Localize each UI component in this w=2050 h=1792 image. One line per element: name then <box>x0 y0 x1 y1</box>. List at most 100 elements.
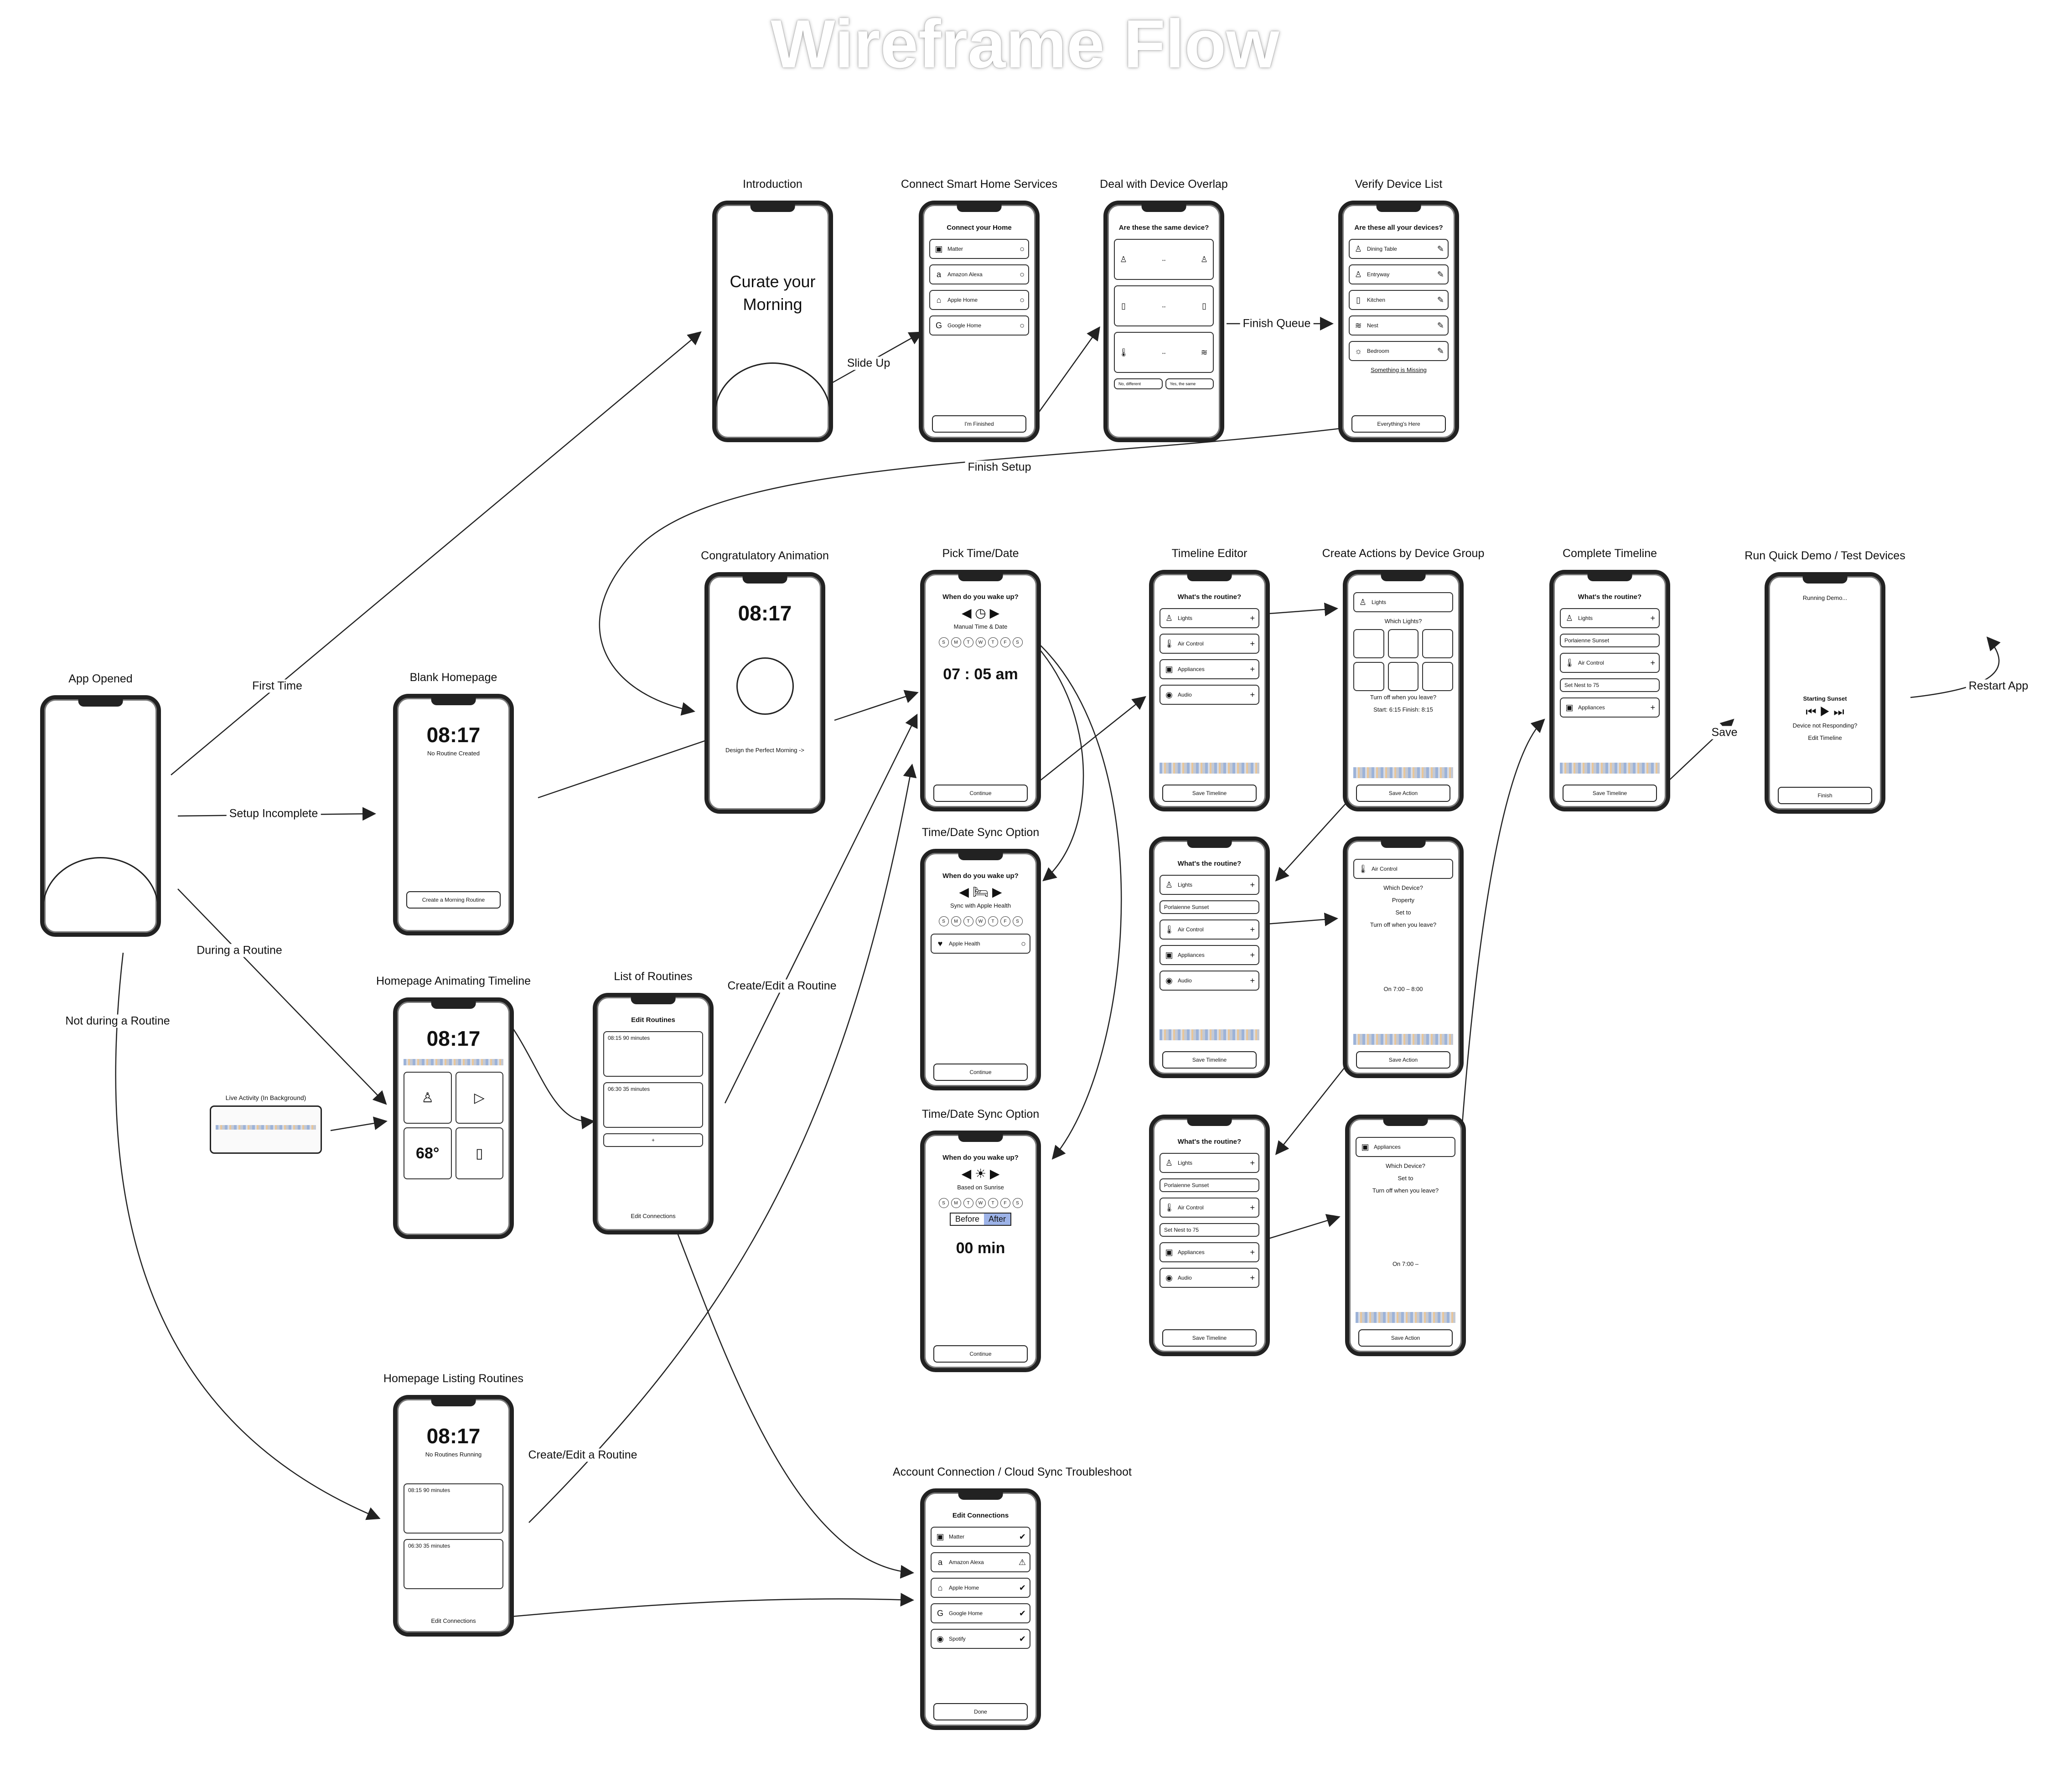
timeline-strip[interactable] <box>1353 767 1453 778</box>
service-row-apple-home[interactable]: ⌂Apple Home○ <box>929 290 1029 310</box>
group-row-air[interactable]: 🌡Air Control+ <box>1160 1198 1259 1218</box>
yes-same-button[interactable]: Yes, the same <box>1165 378 1214 389</box>
service-row-matter[interactable]: ▣Matter✔ <box>931 1527 1030 1547</box>
set-to-label[interactable]: Set to <box>1398 1175 1413 1182</box>
routine-card[interactable]: 06:30 35 minutes <box>404 1539 503 1589</box>
turn-off-toggle[interactable]: Turn off when you leave? <box>1370 921 1437 928</box>
slide-arc[interactable] <box>716 362 829 438</box>
group-row-air[interactable]: 🌡Air Control+ <box>1560 653 1660 673</box>
edit-icon[interactable]: ✎ <box>1437 244 1444 253</box>
appliance-tile[interactable]: ▯ <box>455 1127 503 1179</box>
plus-icon[interactable]: + <box>1250 976 1255 985</box>
timeline-strip[interactable] <box>1160 763 1259 774</box>
edit-connections-link[interactable]: Edit Connections <box>631 1213 676 1219</box>
time-picker[interactable]: 07 : 05 am <box>943 666 1018 683</box>
edit-icon[interactable]: ✎ <box>1437 295 1444 305</box>
turn-off-toggle[interactable]: Turn off when you leave? <box>1372 1187 1439 1194</box>
plus-icon[interactable]: + <box>1650 658 1655 667</box>
group-row-air[interactable]: 🌡Air Control+ <box>1160 919 1259 940</box>
group-row-appliances[interactable]: ▣Appliances+ <box>1160 659 1259 679</box>
edit-timeline-link[interactable]: Edit Timeline <box>1808 734 1842 741</box>
apple-health-row[interactable]: ♥Apple Health○ <box>931 934 1030 954</box>
which-lights-label[interactable]: Which Lights? <box>1384 618 1422 625</box>
routine-card[interactable]: 08:15 90 minutes <box>603 1031 703 1077</box>
service-row-matter[interactable]: ▣Matter○ <box>929 239 1029 259</box>
timeline-strip[interactable] <box>1160 1029 1259 1040</box>
plus-icon[interactable]: + <box>1250 1273 1255 1282</box>
group-row-audio[interactable]: ◉Audio+ <box>1160 971 1259 991</box>
group-row-lights[interactable]: ♙Lights+ <box>1160 608 1259 628</box>
edit-icon[interactable]: ✎ <box>1437 346 1444 356</box>
save-timeline-button[interactable]: Save Timeline <box>1162 1329 1257 1347</box>
group-row-appliances[interactable]: ▣Appliances+ <box>1160 945 1259 965</box>
save-timeline-button[interactable]: Save Timeline <box>1162 1051 1257 1069</box>
before-toggle[interactable]: Before <box>955 1214 980 1224</box>
action-pill[interactable]: Set Nest to 75 <box>1160 1223 1259 1237</box>
sunrise-icon[interactable]: ◀ ☀ ▶ <box>961 1167 1000 1181</box>
slide-arc[interactable] <box>44 857 157 933</box>
finished-button[interactable]: I'm Finished <box>932 415 1026 433</box>
action-pill[interactable]: Porlaienne Sunset <box>1560 634 1660 647</box>
save-timeline-button[interactable]: Save Timeline <box>1563 785 1657 802</box>
edit-icon[interactable]: ✎ <box>1437 269 1444 279</box>
save-action-button[interactable]: Save Action <box>1356 1051 1450 1069</box>
offset-picker[interactable]: 00 min <box>956 1239 1005 1257</box>
turn-off-toggle[interactable]: Turn off when you leave? <box>1370 694 1437 701</box>
group-row-lights[interactable]: ♙Lights+ <box>1560 608 1660 628</box>
plus-icon[interactable]: + <box>1250 1158 1255 1167</box>
something-missing-link[interactable]: Something is Missing <box>1371 367 1427 373</box>
plus-icon[interactable]: + <box>1650 613 1655 623</box>
group-row-audio[interactable]: ◉Audio+ <box>1160 685 1259 705</box>
device-row[interactable]: ♙Dining Table✎ <box>1349 239 1449 259</box>
lamp-tile[interactable]: ♙ <box>404 1072 452 1124</box>
plus-icon[interactable]: + <box>1250 639 1255 648</box>
plus-icon[interactable]: + <box>1250 880 1255 889</box>
group-row-audio[interactable]: ◉Audio+ <box>1160 1268 1259 1288</box>
audio-tile[interactable]: ▷ <box>455 1072 503 1124</box>
temp-tile[interactable]: 68° <box>404 1127 452 1179</box>
continue-button[interactable]: Continue <box>933 785 1028 802</box>
continue-button[interactable]: Continue <box>933 1345 1028 1363</box>
bed-icon[interactable]: ◀ 🛏 ▶ <box>959 885 1002 899</box>
playback-controls[interactable]: ⏮ ▶ ⏭ <box>1806 705 1844 718</box>
action-pill[interactable]: Porlaienne Sunset <box>1160 1178 1259 1192</box>
finish-button[interactable]: Finish <box>1778 787 1872 804</box>
scene-grid[interactable] <box>1353 629 1453 691</box>
save-action-button[interactable]: Save Action <box>1358 1329 1453 1347</box>
group-row-appliances[interactable]: ▣Appliances+ <box>1160 1242 1259 1262</box>
device-row[interactable]: ≋Nest✎ <box>1349 315 1449 336</box>
action-pill[interactable]: Set Nest to 75 <box>1560 678 1660 692</box>
set-to-label[interactable]: Set to <box>1395 909 1411 916</box>
service-row-apple-home[interactable]: ⌂Apple Home✔ <box>931 1578 1030 1598</box>
device-row[interactable]: ▯Kitchen✎ <box>1349 290 1449 310</box>
device-row[interactable]: ☼Bedroom✎ <box>1349 341 1449 361</box>
service-row-spotify[interactable]: ◉Spotify✔ <box>931 1629 1030 1649</box>
plus-icon[interactable]: + <box>1250 613 1255 623</box>
plus-icon[interactable]: + <box>1250 664 1255 674</box>
property-label[interactable]: Property <box>1392 897 1415 904</box>
everything-here-button[interactable]: Everything's Here <box>1351 415 1446 433</box>
plus-icon[interactable]: + <box>1250 950 1255 960</box>
no-different-button[interactable]: No, different <box>1114 378 1163 389</box>
action-pill[interactable]: Porlaienne Sunset <box>1160 900 1259 914</box>
routine-card[interactable]: 06:30 35 minutes <box>603 1082 703 1128</box>
after-toggle[interactable]: After <box>984 1214 1011 1225</box>
plus-icon[interactable]: + <box>1650 702 1655 712</box>
save-action-button[interactable]: Save Action <box>1356 785 1450 802</box>
continue-button[interactable]: Continue <box>933 1064 1028 1081</box>
which-device-label[interactable]: Which Device? <box>1383 884 1423 891</box>
plus-icon[interactable]: + <box>1250 924 1255 934</box>
timeline-strip[interactable] <box>1356 1312 1455 1323</box>
add-routine-button[interactable]: + <box>603 1133 703 1147</box>
device-warning[interactable]: Device not Responding? <box>1792 722 1858 729</box>
which-device-label[interactable]: Which Device? <box>1386 1162 1425 1169</box>
save-timeline-button[interactable]: Save Timeline <box>1162 785 1257 802</box>
group-row-air[interactable]: 🌡Air Control+ <box>1160 634 1259 654</box>
